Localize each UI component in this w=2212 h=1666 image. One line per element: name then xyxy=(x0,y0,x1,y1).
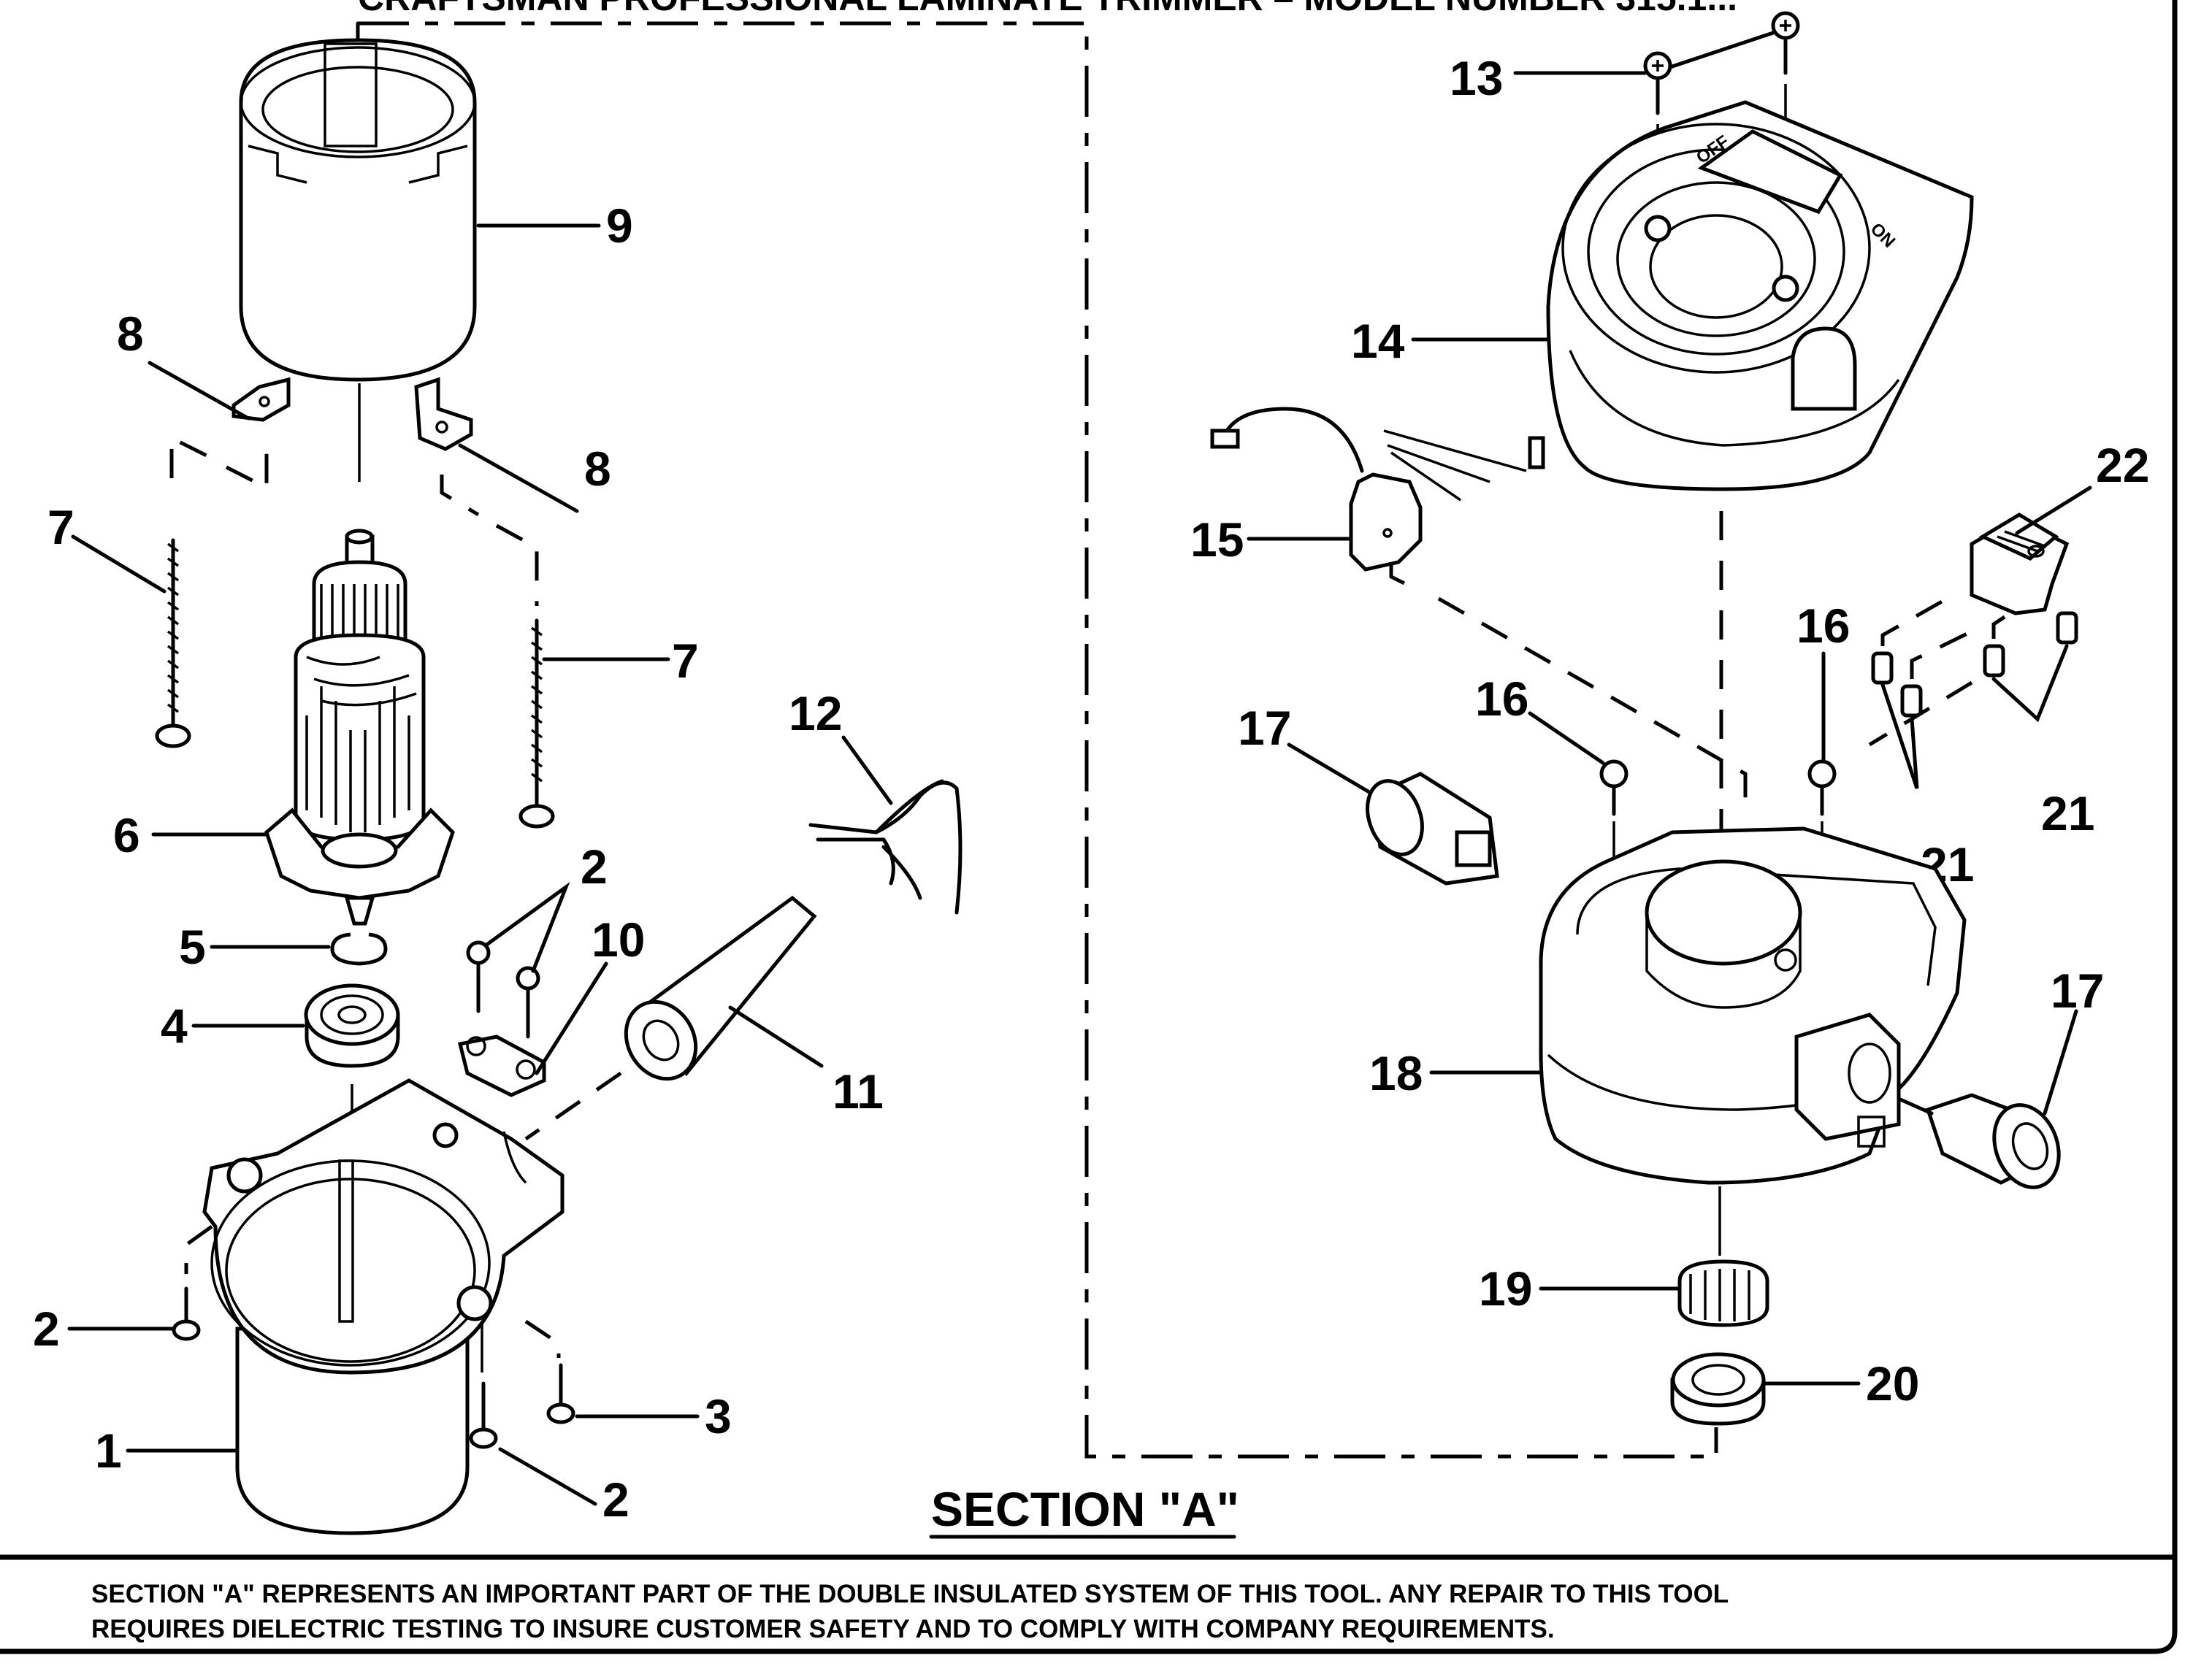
part-12-power-cord[interactable] xyxy=(808,779,963,915)
part-2-screw-bottom[interactable] xyxy=(469,1321,498,1449)
part-label-17a: 17 xyxy=(1238,701,1291,755)
part-label-2a: 2 xyxy=(33,1302,60,1356)
part-label-16a: 16 xyxy=(1475,672,1528,726)
part-3-screw[interactable] xyxy=(524,1319,575,1424)
part-label-16b: 16 xyxy=(1796,599,1850,653)
note-line-1: SECTION "A" REPRESENTS AN IMPORTANT PART… xyxy=(91,1580,1729,1608)
leader-17b xyxy=(2043,1009,2078,1116)
part-8-brush-clip-right[interactable] xyxy=(414,377,473,451)
part-18-bearing-housing[interactable] xyxy=(1539,826,1967,1185)
part-label-19: 19 xyxy=(1479,1262,1532,1316)
part-2-screw-pair[interactable] xyxy=(466,940,540,1039)
part-17-brush-cap-left[interactable] xyxy=(1358,772,1499,886)
part-7-long-screw-left[interactable] xyxy=(155,538,191,748)
leader-10 xyxy=(535,961,608,1075)
part-19-needle-bearing[interactable] xyxy=(1677,1259,1769,1327)
leader-11 xyxy=(728,1005,824,1068)
field-dash xyxy=(1389,562,1748,818)
page-border-right xyxy=(2154,0,2178,1654)
leader-8b xyxy=(458,443,579,513)
part-10-cord-clamp[interactable] xyxy=(457,1034,546,1097)
part-22-rocker-switch[interactable] xyxy=(1970,513,2070,615)
part-4-ball-bearing[interactable] xyxy=(304,983,400,1068)
part-label-2c: 2 xyxy=(602,1473,629,1527)
cord-dash xyxy=(524,1071,622,1141)
leader-13 xyxy=(1513,31,1775,75)
part-20-ball-bearing[interactable] xyxy=(1670,1352,1766,1426)
part-11-cord-protector[interactable] xyxy=(613,895,817,1091)
part-label-2b: 2 xyxy=(581,840,608,894)
part-14-top-cap[interactable]: OFF ON xyxy=(1546,100,1974,491)
leader-2c xyxy=(498,1447,597,1506)
part-label-8b: 8 xyxy=(584,442,611,496)
leader-12 xyxy=(841,735,893,805)
part-label-5: 5 xyxy=(179,920,206,974)
section-a-label: SECTION "A" xyxy=(931,1482,1239,1536)
part-label-22: 22 xyxy=(2096,438,2149,492)
part-label-12: 12 xyxy=(789,686,842,740)
part-1-motor-housing[interactable] xyxy=(202,1078,565,1535)
part-label-21a: 21 xyxy=(2041,786,2094,840)
part-label-10: 10 xyxy=(592,913,645,967)
part-7-long-screw-right[interactable] xyxy=(518,618,555,829)
part-label-8a: 8 xyxy=(117,307,144,361)
section-a-boundary xyxy=(358,21,1718,1459)
leader-16a xyxy=(1528,711,1605,765)
leader-17a xyxy=(1287,742,1371,794)
part-6-armature[interactable] xyxy=(264,529,455,926)
part-17-brush-cap-right[interactable] xyxy=(1925,1093,2070,1197)
part-5-retaining-ring[interactable] xyxy=(330,932,388,966)
part-label-3: 3 xyxy=(705,1389,732,1443)
part-label-7b: 7 xyxy=(672,634,699,688)
part-21-switch-screws[interactable] xyxy=(1868,593,2078,747)
part-8-brush-clip-left[interactable] xyxy=(231,377,291,422)
part-2-screw-left[interactable] xyxy=(172,1224,213,1341)
part-9-field-housing[interactable] xyxy=(239,38,477,382)
leader-22 xyxy=(2015,485,2092,535)
part-label-11: 11 xyxy=(833,1064,884,1118)
part-label-9: 9 xyxy=(606,199,633,253)
part-label-1: 1 xyxy=(95,1424,122,1478)
part-label-17b: 17 xyxy=(2051,964,2104,1018)
note-line-2: REQUIRES DIELECTRIC TESTING TO INSURE CU… xyxy=(91,1615,1555,1643)
leader-21a xyxy=(1991,644,2069,723)
part-label-6: 6 xyxy=(113,808,140,862)
leader-21b xyxy=(1880,683,1919,789)
clip-dash-right xyxy=(440,475,539,606)
part-label-7a: 7 xyxy=(47,500,74,554)
part-15-field-assembly[interactable] xyxy=(1210,407,1545,572)
part-label-13: 13 xyxy=(1450,51,1503,105)
clip-dash-left xyxy=(169,434,269,491)
brush-axis-right xyxy=(1897,1097,1934,1116)
part-label-14: 14 xyxy=(1351,314,1405,368)
part-label-4: 4 xyxy=(161,999,188,1053)
leader-2b xyxy=(483,881,570,973)
part-label-20: 20 xyxy=(1866,1356,1919,1410)
part-label-18: 18 xyxy=(1369,1046,1423,1100)
leader-7a xyxy=(71,534,167,594)
leader-8a xyxy=(148,361,250,421)
part-label-15: 15 xyxy=(1190,513,1244,567)
document-title: CRAFTSMAN PROFESSIONAL LAMINATE TRIMMER … xyxy=(358,0,1737,18)
